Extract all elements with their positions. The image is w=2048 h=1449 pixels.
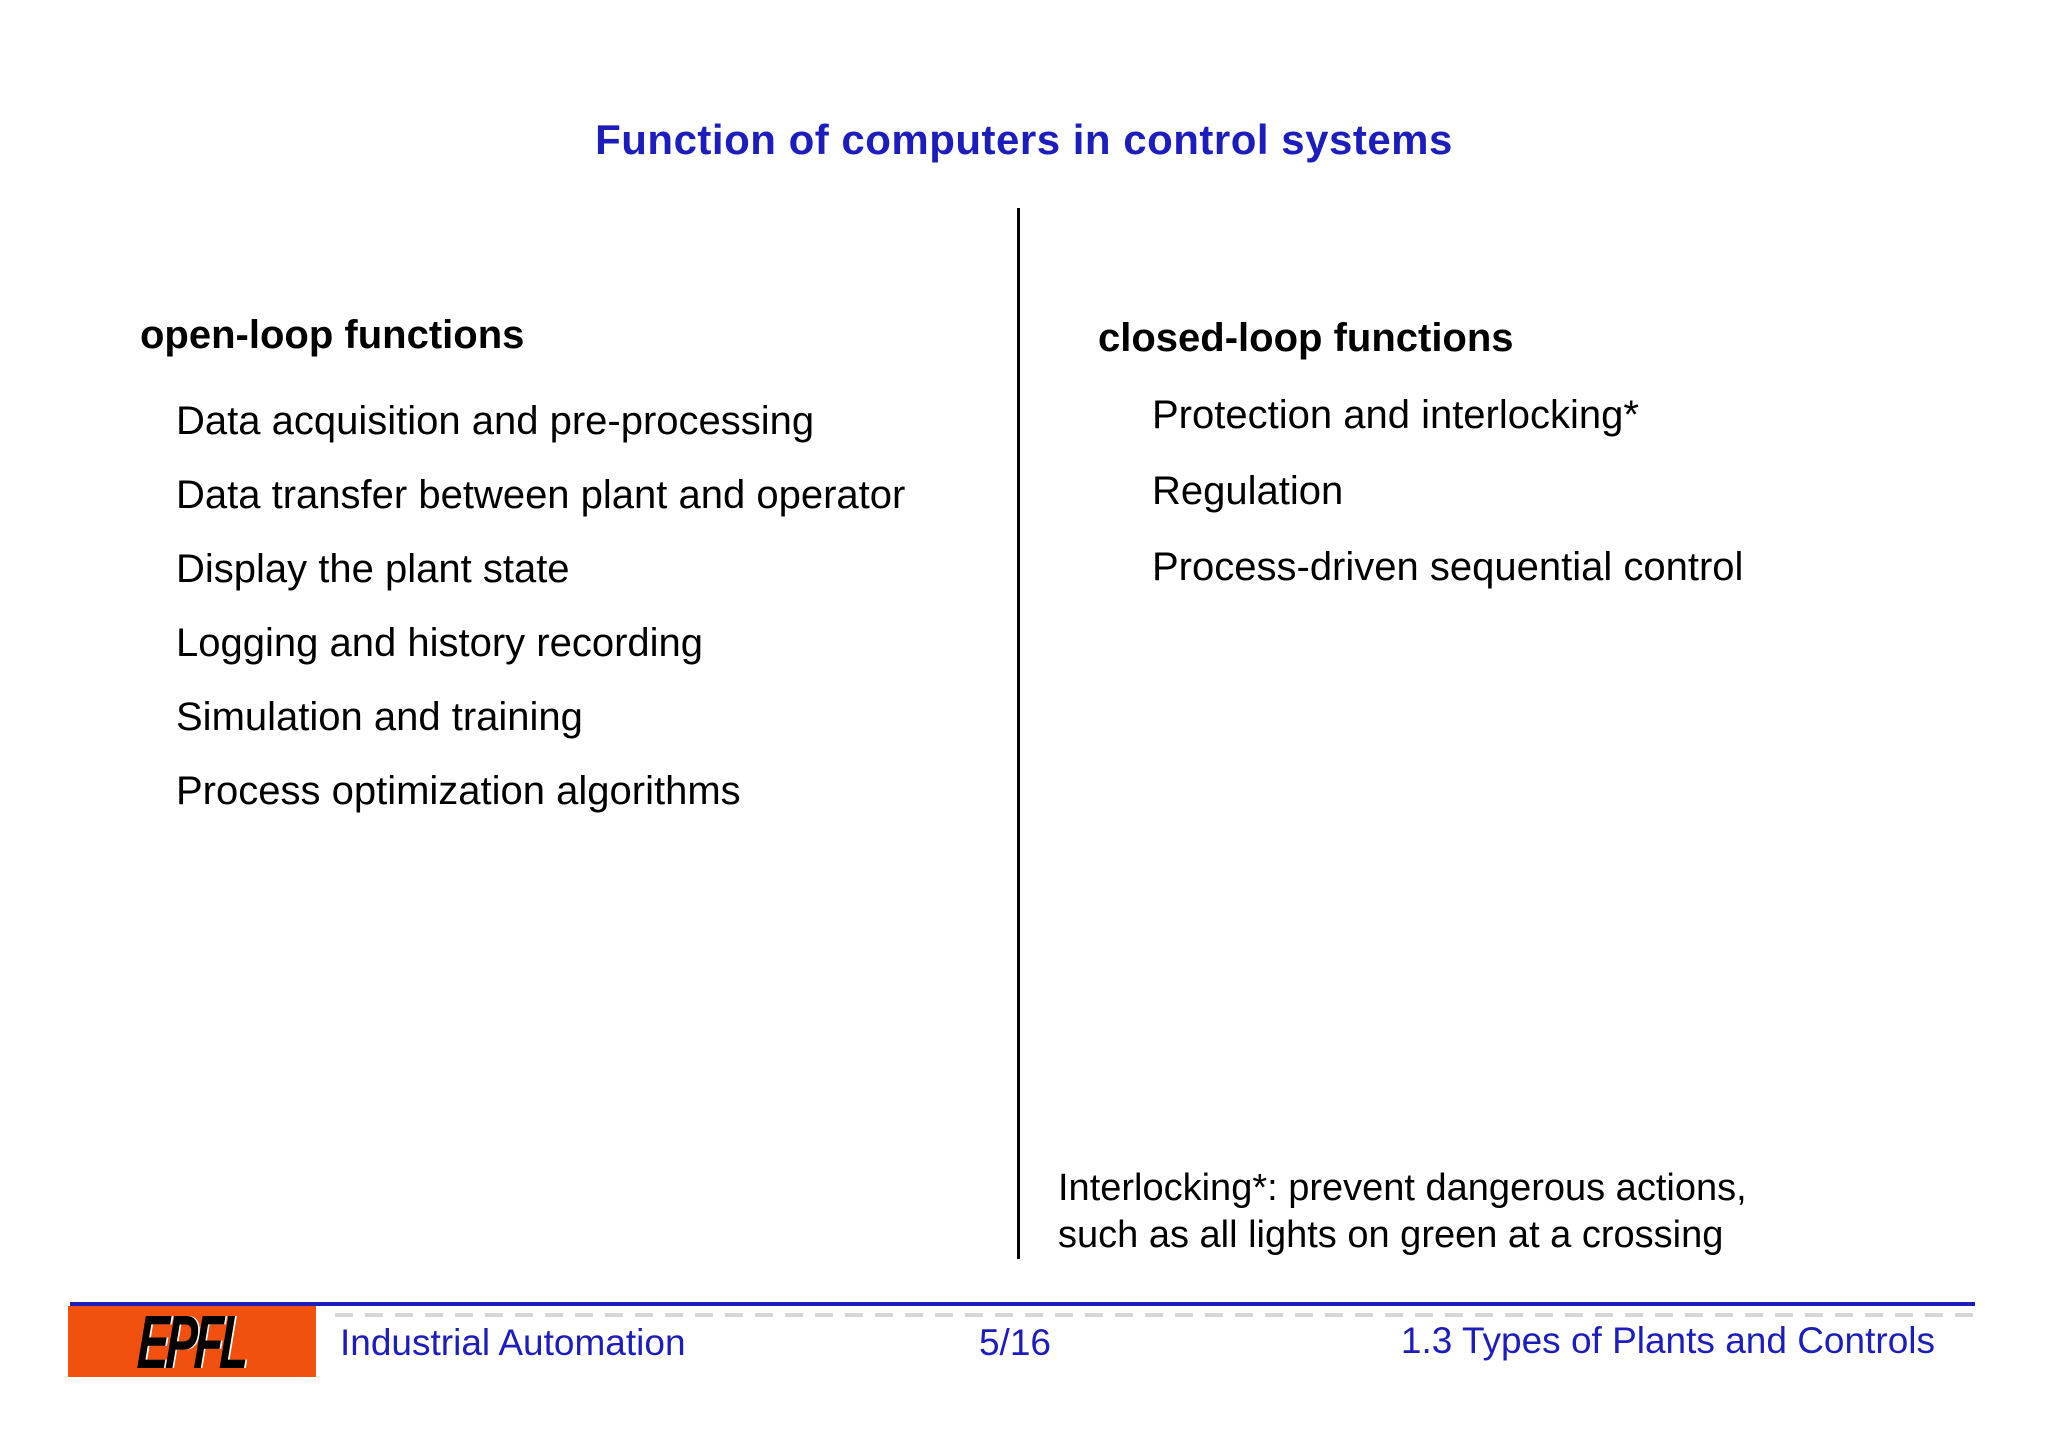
page-title: Function of computers in control systems [595,116,1453,163]
closed-loop-heading: closed-loop functions [1098,316,1514,360]
open-loop-heading: open-loop functions [140,313,525,357]
note-line-1: Interlocking*: prevent dangerous actions… [1058,1167,1747,1209]
epfl-logo: EPFL [68,1306,316,1377]
list-item: Process optimization algorithms [176,769,741,813]
list-item: Data transfer between plant and operator [176,473,906,517]
note-line-2: such as all lights on green at a crossin… [1058,1214,1724,1256]
footer-dashed-rule [335,1313,1975,1317]
list-item: Regulation [1152,469,1344,513]
list-item: Logging and history recording [176,621,704,665]
epfl-logo-text: EPFL [136,1306,248,1377]
column-divider-line [1017,208,1020,1259]
footer-rule [70,1302,1975,1306]
closed-loop-list: Protection and interlocking* Regulation … [1152,392,1743,620]
footer-course-label: Industrial Automation [340,1322,686,1363]
list-item: Protection and interlocking* [1152,393,1639,437]
list-item: Data acquisition and pre-processing [176,399,815,443]
interlocking-note: Interlocking*: prevent dangerous actions… [1058,1165,1747,1259]
footer-section-label: 1.3 Types of Plants and Controls [1400,1320,1935,1361]
footer-page-number: 5/16 [978,1322,1051,1363]
list-item: Display the plant state [176,547,570,591]
list-item: Process-driven sequential control [1152,545,1744,589]
list-item: Simulation and training [176,695,583,739]
open-loop-list: Data acquisition and pre-processing Data… [176,398,905,842]
